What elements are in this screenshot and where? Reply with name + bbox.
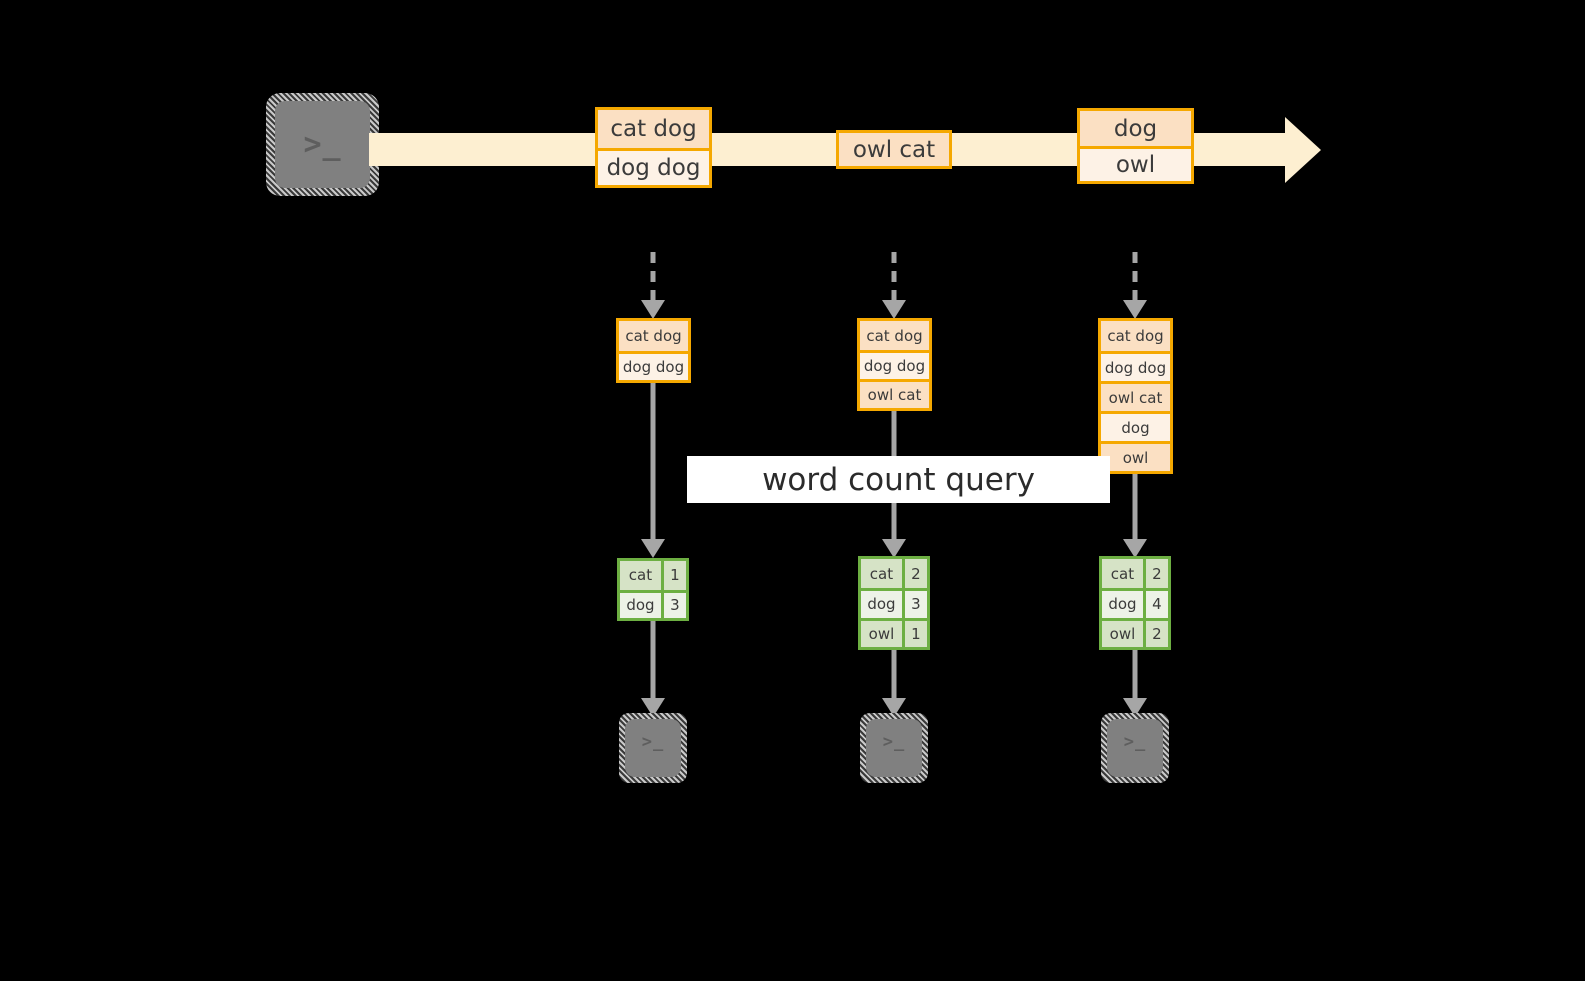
result-word: cat [861, 559, 902, 589]
result-word: dog [1102, 591, 1143, 618]
result-to-sink-connector-1 [630, 621, 676, 718]
snapshot-input-line: dog dog [619, 350, 688, 380]
table-row: dog 3 [861, 588, 927, 618]
sink-terminal-icon-1: >_ [619, 713, 687, 783]
table-row: dog 3 [620, 589, 686, 618]
result-word: dog [620, 592, 661, 618]
result-count: 1 [901, 620, 927, 647]
stream-arrow-head [1285, 117, 1321, 183]
snapshot-2-input-stack: cat dog dog dog owl cat [857, 318, 932, 411]
table-row: owl 2 [1102, 617, 1168, 647]
stream-record-2: owl cat [836, 130, 952, 169]
snapshot-input-line: cat dog [1101, 321, 1170, 351]
snapshot-2-result-table: cat 2 dog 3 owl 1 [858, 556, 930, 650]
stream-to-snapshot-connector-2 [871, 252, 917, 320]
terminal-screen [275, 101, 370, 188]
result-count: 4 [1142, 591, 1168, 618]
terminal-screen [866, 719, 922, 777]
stream-record-line: owl [1080, 146, 1191, 181]
result-count: 2 [1142, 620, 1168, 647]
result-count: 2 [901, 559, 927, 589]
stream-record-line: cat dog [598, 110, 709, 148]
result-count: 2 [1142, 559, 1168, 589]
stream-record-3: dog owl [1077, 108, 1194, 184]
terminal-prompt-glyph: >_ [882, 731, 906, 752]
result-word: cat [620, 561, 661, 590]
query-connector-1 [630, 383, 676, 559]
result-count: 3 [901, 591, 927, 618]
terminal-prompt-glyph: >_ [1123, 731, 1147, 752]
table-row: owl 1 [861, 617, 927, 647]
query-connector-3 [1112, 474, 1158, 559]
snapshot-input-line: owl [1101, 441, 1170, 471]
query-label-banner: word count query [687, 456, 1110, 503]
snapshot-input-line: cat dog [619, 321, 688, 351]
snapshot-input-line: dog [1101, 411, 1170, 441]
snapshot-input-line: dog dog [1101, 351, 1170, 381]
sink-terminal-icon-3: >_ [1101, 713, 1169, 783]
stream-to-snapshot-connector-1 [630, 252, 676, 320]
stream-record-line: dog [1080, 111, 1191, 146]
snapshot-input-line: dog dog [860, 350, 929, 379]
table-row: cat 2 [1102, 559, 1168, 589]
stream-record-1: cat dog dog dog [595, 107, 712, 188]
snapshot-input-line: cat dog [860, 321, 929, 350]
snapshot-1-result-table: cat 1 dog 3 [617, 558, 689, 621]
stream-record-line: dog dog [598, 147, 709, 185]
table-row: cat 2 [861, 559, 927, 589]
result-word: owl [861, 620, 902, 647]
snapshot-input-line: owl cat [860, 378, 929, 408]
terminal-prompt-glyph: >_ [641, 731, 665, 752]
source-terminal-icon: >_ [266, 93, 379, 196]
result-count: 1 [660, 561, 686, 590]
result-count: 3 [660, 592, 686, 618]
result-to-sink-connector-3 [1112, 650, 1158, 718]
stream-record-line: owl cat [839, 133, 949, 166]
snapshot-input-line: owl cat [1101, 381, 1170, 411]
stream-to-snapshot-connector-3 [1112, 252, 1158, 320]
sink-terminal-icon-2: >_ [860, 713, 928, 783]
snapshot-1-input-stack: cat dog dog dog [616, 318, 691, 383]
query-label-text: word count query [762, 461, 1035, 498]
table-row: dog 4 [1102, 588, 1168, 618]
terminal-prompt-glyph: >_ [303, 126, 342, 162]
result-word: owl [1102, 620, 1143, 647]
result-word: cat [1102, 559, 1143, 589]
table-row: cat 1 [620, 561, 686, 590]
terminal-screen [1107, 719, 1163, 777]
snapshot-3-result-table: cat 2 dog 4 owl 2 [1099, 556, 1171, 650]
snapshot-3-input-stack: cat dog dog dog owl cat dog owl [1098, 318, 1173, 474]
terminal-screen [625, 719, 681, 777]
result-word: dog [861, 591, 902, 618]
result-to-sink-connector-2 [871, 650, 917, 718]
